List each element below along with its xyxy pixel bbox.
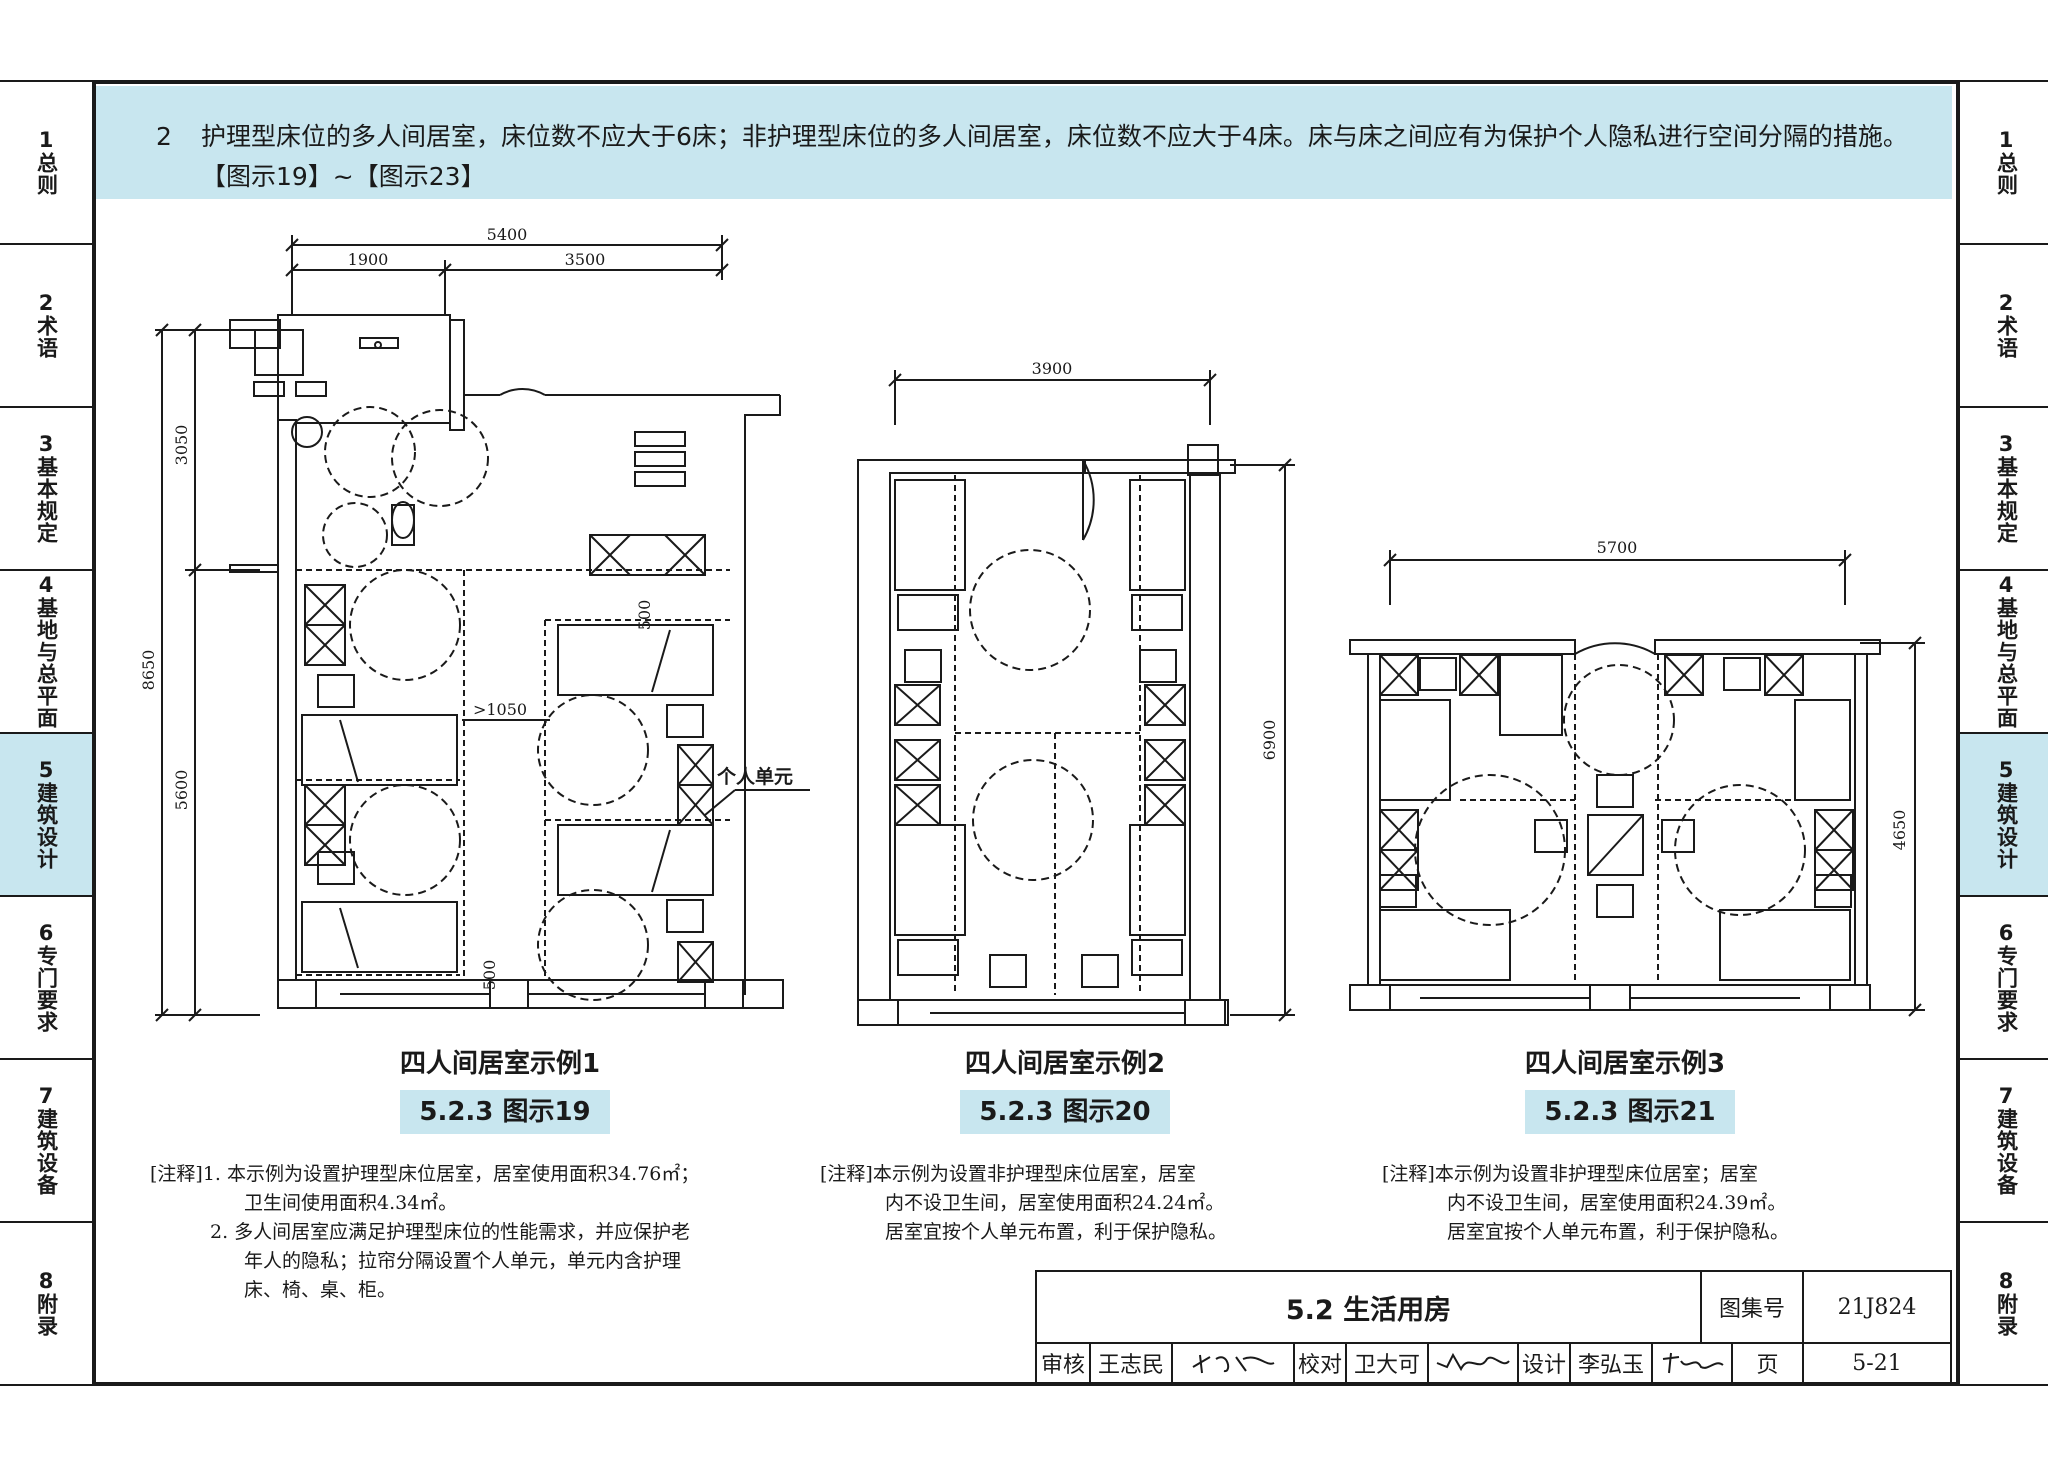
chapter-label: 基地与总平面 — [34, 597, 59, 729]
figure-caption-1: 四人间居室示例1 — [399, 1049, 601, 1079]
review-name: 王志民 — [1089, 1344, 1171, 1382]
dim-total-depth: 8650 — [139, 650, 158, 691]
dim-bath-width: 1900 — [348, 250, 389, 269]
figure-tag-2: 5.2.3 图示20 — [960, 1090, 1170, 1134]
chapter-number: 4 — [38, 573, 54, 597]
atlas-number: 21J824 — [1802, 1272, 1950, 1342]
chapter-number: 8 — [38, 1269, 54, 1293]
design-name: 李弘玉 — [1569, 1344, 1651, 1382]
chapter-number: 7 — [38, 1084, 54, 1108]
chapter-number: 2 — [38, 291, 54, 315]
design-label: 设计 — [1517, 1344, 1569, 1382]
chapter-number: 8 — [1998, 1269, 2014, 1293]
chapter-label: 附录 — [1994, 1293, 2019, 1337]
chapter-number: 3 — [1998, 432, 2014, 456]
chapter-label: 附录 — [34, 1293, 59, 1337]
page-label: 页 — [1731, 1344, 1802, 1382]
chapter-number: 3 — [38, 432, 54, 456]
figure-caption-3: 四人间居室示例3 — [1524, 1049, 1726, 1079]
page-number: 5-21 — [1802, 1344, 1950, 1382]
chapter-number: 2 — [1998, 291, 2014, 315]
clause-text: 护理型床位的多人间居室，床位数不应大于6床；非护理型床位的多人间居室，床位数不应… — [201, 122, 1908, 191]
dim-depth: 6900 — [1260, 720, 1279, 761]
check-name: 卫大可 — [1345, 1344, 1427, 1382]
floor-plan-example-3: 5700 4650 — [1349, 538, 1925, 1017]
chapter-label: 建筑设计 — [1994, 782, 2019, 870]
dim-depth: 4650 — [1890, 810, 1909, 851]
chapter-label: 建筑设备 — [34, 1108, 59, 1196]
dim-aisle: >1050 — [473, 700, 527, 719]
chapter-label: 基地与总平面 — [1994, 597, 2019, 729]
note-3: [注释]本示例为设置非护理型床位居室；居室 内不设卫生间，居室使用面积24.39… — [1382, 1163, 1790, 1243]
chapter-number: 5 — [1998, 758, 2014, 782]
chapter-number: 6 — [1998, 921, 2014, 945]
chapter-number: 7 — [1998, 1084, 2014, 1108]
note-2: [注释]本示例为设置非护理型床位居室，居室 内不设卫生间，居室使用面积24.24… — [820, 1163, 1228, 1243]
floor-plan-example-1: 5400 1900 3500 8650 3050 5600 500 >1050 … — [139, 225, 810, 1022]
chapter-number: 5 — [38, 758, 54, 782]
chapter-label: 建筑设计 — [34, 782, 59, 870]
floor-plan-example-2: 3900 6900 — [857, 359, 1295, 1026]
title-block: 5.2 生活用房 图集号 21J824 审核 王志民 校对 卫大可 设计 李弘玉… — [1035, 1270, 1952, 1384]
clause-header: 2 护理型床位的多人间居室，床位数不应大于6床；非护理型床位的多人间居室，床位数… — [96, 86, 1952, 199]
dim-width: 3900 — [1032, 359, 1073, 378]
chapter-number: 1 — [1998, 128, 2014, 152]
dim-clearance-bottom: 500 — [480, 960, 499, 991]
chapter-label: 基本规定 — [34, 456, 59, 544]
chapter-number: 4 — [1998, 573, 2014, 597]
sheet-title: 5.2 生活用房 — [1285, 1294, 1452, 1326]
check-signature — [1427, 1344, 1517, 1382]
chapter-label: 专门要求 — [34, 945, 59, 1033]
chapter-label: 总则 — [34, 152, 59, 196]
page-frame — [92, 80, 1956, 1386]
figure-tag-3: 5.2.3 图示21 — [1525, 1090, 1735, 1134]
figure-tag-1: 5.2.3 图示19 — [400, 1090, 610, 1134]
review-signature — [1171, 1344, 1293, 1382]
chapter-label: 总则 — [1994, 152, 2019, 196]
design-signature — [1651, 1344, 1731, 1382]
atlas-label: 图集号 — [1700, 1272, 1802, 1342]
figure-caption-2: 四人间居室示例2 — [964, 1049, 1166, 1079]
dim-room-depth: 5600 — [172, 770, 191, 811]
chapter-label: 术语 — [34, 315, 59, 359]
dim-clearance-top: 500 — [635, 600, 654, 631]
chapter-label: 专门要求 — [1994, 945, 2019, 1033]
dim-room-width: 3500 — [565, 250, 606, 269]
dim-total-width: 5400 — [487, 225, 528, 244]
chapter-label: 术语 — [1994, 315, 2019, 359]
clause-number: 2 — [156, 122, 172, 151]
chapter-number: 1 — [38, 128, 54, 152]
dim-width: 5700 — [1597, 538, 1638, 557]
chapter-label: 基本规定 — [1994, 456, 2019, 544]
check-label: 校对 — [1293, 1344, 1345, 1382]
dim-bath-depth: 3050 — [172, 425, 191, 466]
personal-unit-label: 个人单元 — [716, 765, 793, 788]
chapter-number: 6 — [38, 921, 54, 945]
chapter-label: 建筑设备 — [1994, 1108, 2019, 1196]
note-1: [注释]1. 本示例为设置护理型床位居室，居室使用面积34.76㎡； 卫生间使用… — [150, 1163, 700, 1301]
review-label: 审核 — [1040, 1353, 1085, 1378]
